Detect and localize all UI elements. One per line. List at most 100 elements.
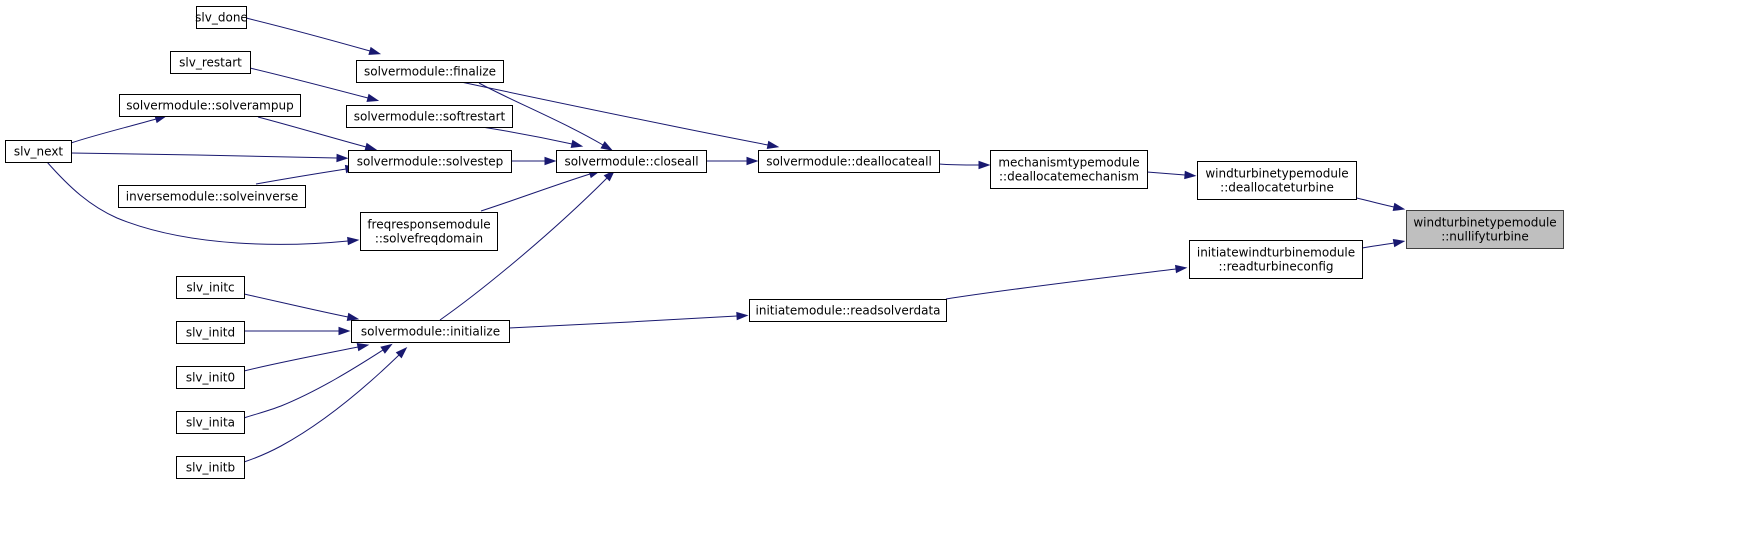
edge-line (255, 168, 347, 185)
edge-arrowhead (570, 139, 584, 149)
edge-slv-init0-to-initialize (243, 342, 370, 372)
node-label: solvermodule::solverampup (126, 99, 293, 113)
edge-arrowhead (336, 153, 349, 163)
edge-line (249, 67, 369, 99)
edge-arrowhead (766, 140, 780, 150)
node-label: inversemodule::solveinverse (126, 190, 298, 204)
node-solvestep[interactable]: solvermodule::solvestep (348, 150, 512, 173)
edge-arrowhead (746, 156, 759, 166)
edge-line (508, 315, 738, 329)
edge-arrowhead (1392, 202, 1406, 212)
edge-arrowhead (1392, 238, 1406, 248)
edge-slv-next-to-solverampup (70, 115, 168, 144)
edge-finalize-to-closeall (478, 82, 613, 151)
node-softrestart[interactable]: solvermodule::softrestart (346, 105, 513, 128)
edge-arrowhead (380, 343, 393, 354)
node-slv-init0[interactable]: slv_init0 (176, 366, 245, 389)
edge-line (245, 17, 371, 52)
node-box (351, 320, 510, 343)
node-slv-done[interactable]: slv_done (195, 6, 248, 29)
edge-arrowhead (603, 169, 616, 182)
node-label: ::deallocateturbine (1220, 181, 1334, 195)
node-label: ::solvefreqdomain (375, 232, 483, 246)
node-label: solvermodule::softrestart (354, 110, 506, 124)
node-deallocateturbine[interactable]: windturbinetypemodule::deallocateturbine (1197, 161, 1357, 200)
edge-arrowhead (544, 156, 557, 166)
node-slv-inita[interactable]: slv_inita (176, 411, 245, 434)
node-box (990, 150, 1148, 189)
edge-solveinverse-to-solvestep (255, 164, 358, 185)
nodes-layer: slv_doneslv_restartsolvermodule::solvera… (5, 6, 1564, 479)
edge-solverampup-to-solvestep (257, 116, 378, 151)
node-box (346, 105, 513, 128)
edge-line (481, 126, 573, 145)
edge-arrowhead (736, 311, 749, 321)
node-solvefreqdomain[interactable]: freqresponsemodule::solvefreqdomain (360, 212, 498, 251)
node-label: slv_next (14, 145, 64, 159)
node-slv-next[interactable]: slv_next (5, 140, 72, 163)
edge-arrowhead (1184, 170, 1197, 180)
node-box (1189, 240, 1363, 279)
edge-line (439, 177, 608, 321)
edge-solvestep-to-closeall (511, 156, 557, 166)
edge-arrowhead (1174, 264, 1188, 274)
edge-line (460, 81, 769, 146)
edge-finalize-to-deallocateall (460, 81, 780, 150)
edge-closeall-to-deallocateall (706, 156, 759, 166)
node-label: slv_initb (186, 461, 235, 475)
node-label: slv_restart (179, 56, 242, 70)
node-box (170, 51, 251, 74)
edge-line (70, 118, 157, 144)
edge-line (480, 173, 591, 212)
edge-initialize-to-readsolverdata (508, 311, 749, 329)
node-label: ::nullifyturbine (1441, 230, 1529, 244)
edge-solvefreqdomain-to-closeall (480, 170, 601, 212)
node-slv-initd[interactable]: slv_initd (176, 321, 245, 344)
edge-slv-done-to-finalize (245, 17, 382, 55)
node-label: solvermodule::solvestep (357, 155, 504, 169)
node-readturbineconfig[interactable]: initiatewindturbinemodule::readturbineco… (1189, 240, 1363, 279)
node-slv-restart[interactable]: slv_restart (170, 51, 251, 74)
edge-readsolverdata-to-readturbineconfig (945, 264, 1188, 300)
node-box (348, 150, 512, 173)
edge-arrowhead (338, 326, 351, 336)
node-box (1406, 210, 1564, 249)
node-label: slv_done (195, 11, 248, 25)
node-box (1197, 161, 1357, 200)
edge-arrowhead (600, 141, 613, 151)
edge-slv-restart-to-softrestart (249, 67, 380, 102)
node-box (5, 140, 72, 163)
edge-arrowhead (978, 160, 991, 170)
node-solveinverse[interactable]: inversemodule::solveinverse (118, 185, 306, 208)
node-slv-initc[interactable]: slv_initc (176, 276, 245, 299)
edge-deallocateturbine-to-nullifyturbine (1351, 196, 1406, 212)
node-label: ::deallocatemechanism (999, 170, 1139, 184)
node-initialize[interactable]: solvermodule::initialize (351, 320, 510, 343)
node-box (176, 411, 245, 434)
node-nullifyturbine[interactable]: windturbinetypemodule::nullifyturbine (1406, 210, 1564, 249)
edge-initialize-to-closeall (439, 169, 616, 321)
node-slv-initb[interactable]: slv_initb (176, 456, 245, 479)
edge-arrowhead (395, 347, 408, 359)
edge-line (243, 346, 359, 372)
node-solverampup[interactable]: solvermodule::solverampup (119, 94, 301, 117)
edge-line (1361, 242, 1395, 249)
edge-slv-initd-to-initialize (244, 326, 351, 336)
node-deallocatemechanism[interactable]: mechanismtypemodule::deallocatemechanism (990, 150, 1148, 189)
node-label: mechanismtypemodule (998, 156, 1139, 170)
node-box (176, 456, 245, 479)
edge-line (1146, 171, 1186, 176)
node-deallocateall[interactable]: solvermodule::deallocateall (758, 150, 940, 173)
node-label: solvermodule::deallocateall (766, 155, 932, 169)
node-finalize[interactable]: solvermodule::finalize (356, 60, 504, 83)
node-box (176, 366, 245, 389)
node-label: freqresponsemodule (367, 218, 490, 232)
node-box (196, 6, 247, 29)
node-label: windturbinetypemodule (1413, 216, 1556, 230)
node-readsolverdata[interactable]: initiatemodule::readsolverdata (749, 299, 947, 322)
edge-slv-next-to-solvefreqdomain (46, 161, 360, 246)
node-closeall[interactable]: solvermodule::closeall (556, 150, 707, 173)
edge-softrestart-to-closeall (481, 126, 584, 149)
edge-deallocateall-to-deallocatemechanism (938, 160, 991, 170)
edge-arrowhead (356, 342, 370, 352)
